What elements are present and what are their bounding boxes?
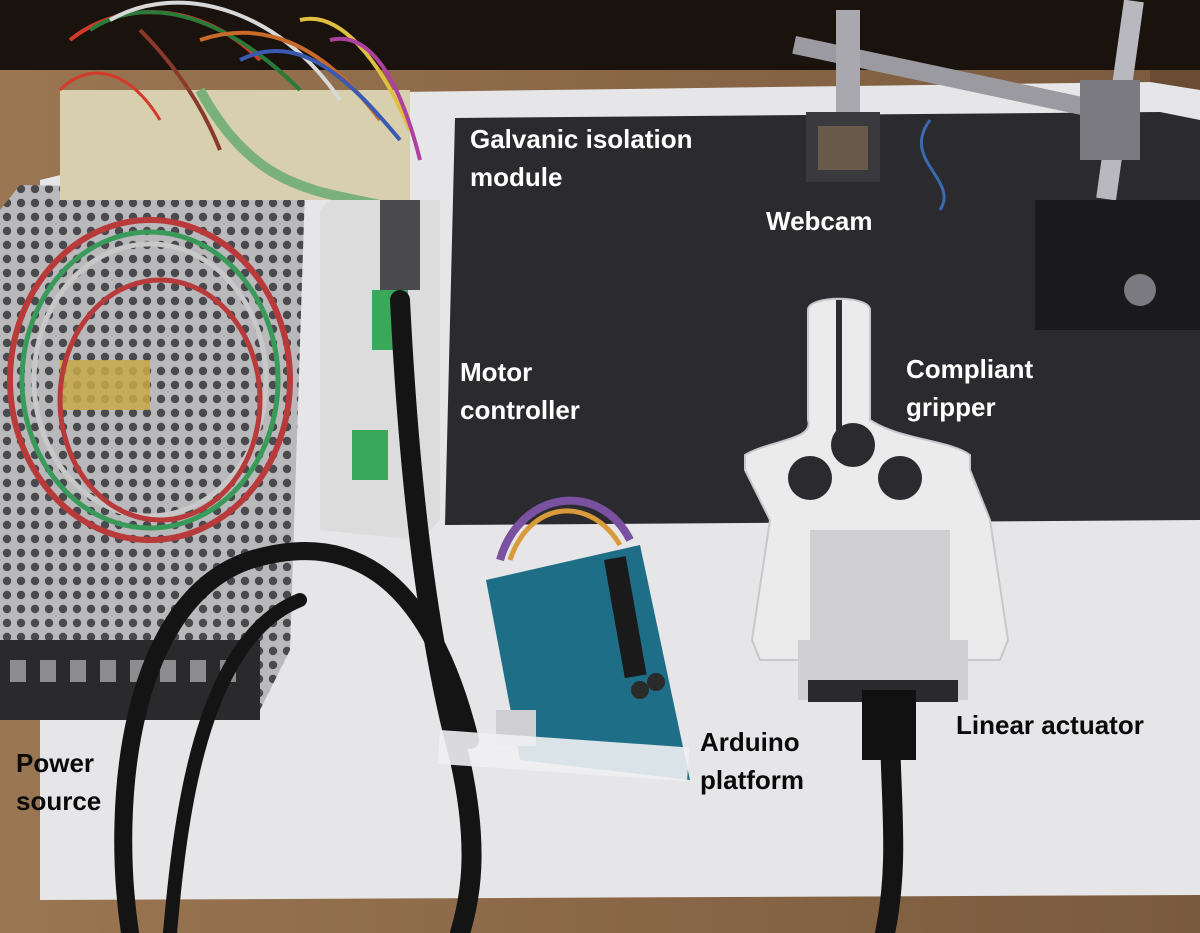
arduino-board: [437, 496, 690, 782]
arduino-platform-label: Arduino platform: [700, 727, 804, 795]
compliant-gripper-label: Compliant gripper: [906, 354, 1034, 422]
galvanic-isolation-label: Galvanic isolation module: [470, 124, 693, 192]
linear-actuator: [798, 640, 968, 760]
motor-controller-label: Motor controller: [460, 357, 580, 425]
power-source-label: Power source: [16, 748, 102, 816]
webcam-label: Webcam: [766, 206, 873, 236]
webcam-assembly: [792, 10, 1090, 211]
clamp-stand: [1035, 0, 1200, 330]
compliant-gripper: [744, 297, 1010, 661]
linear-actuator-label: Linear actuator: [956, 710, 1144, 740]
ribbon-cable: [7, 87, 402, 543]
